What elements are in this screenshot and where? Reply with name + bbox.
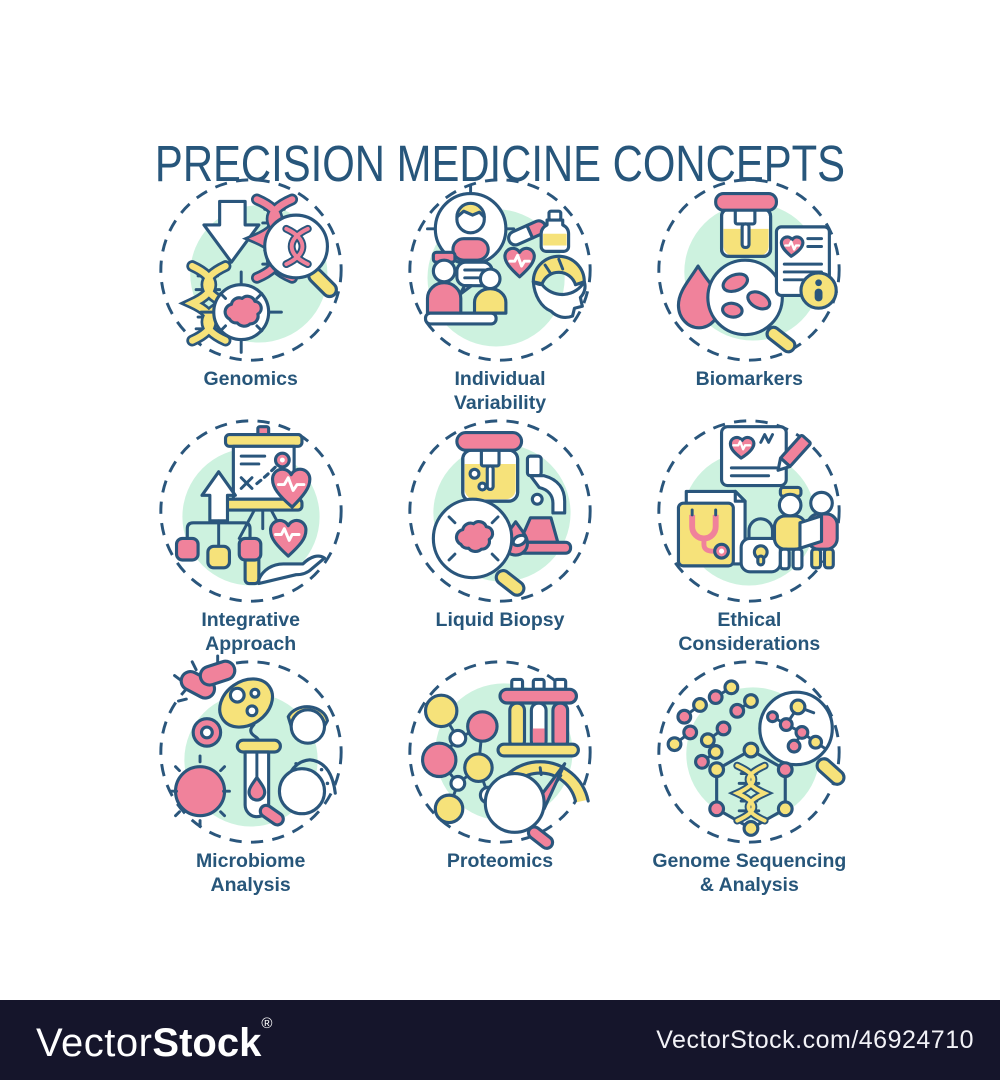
molecule-test-tubes-gauge-icon	[402, 654, 598, 850]
concept-integrative-approach: Integrative Approach	[126, 413, 375, 655]
concept-proteomics: Proteomics	[375, 654, 624, 895]
sample-jar-blood-drop-report-icon	[651, 172, 847, 368]
dot-plot-dna-hexagon-magnifier-icon	[651, 654, 847, 850]
vectorstock-side-watermark: vectorstock	[0, 822, 3, 996]
registered-mark: ®	[261, 1014, 273, 1032]
patient-consult-target-icon	[402, 172, 598, 368]
concept-genomics: Genomics	[126, 172, 375, 413]
page-title: PRECISION MEDICINE CONCEPTS	[154, 135, 846, 193]
concept-grid: Genomics	[126, 172, 874, 896]
dna-magnifier-target-icon	[153, 172, 349, 368]
concept-ethical-considerations: Ethical Considerations	[625, 413, 874, 655]
concept-label: Genome Sequencing & Analysis	[652, 850, 847, 896]
concept-genome-sequencing-analysis: Genome Sequencing & Analysis	[625, 654, 874, 896]
concept-label: Proteomics	[446, 850, 554, 872]
footer-bar: VectorStock® VectorStock.com/46924710	[0, 1000, 1000, 1080]
strategy-board-heart-hand-flowchart-icon	[153, 413, 349, 609]
image-url-text: VectorStock.com/46924710	[656, 1025, 974, 1054]
concept-liquid-biopsy: Liquid Biopsy	[375, 413, 624, 654]
concept-label: Ethical Considerations	[678, 609, 821, 655]
logo-vector-text: Vector	[36, 1020, 153, 1065]
consent-document-lock-doctor-patient-icon	[651, 413, 847, 609]
concept-individual-variability: Individual Variability	[375, 172, 624, 414]
concept-label: Integrative Approach	[201, 609, 300, 655]
logo-stock-text: Stock	[152, 1020, 262, 1065]
concept-label: Microbiome Analysis	[195, 850, 306, 896]
concept-label: Liquid Biopsy	[435, 609, 565, 631]
concept-biomarkers: Biomarkers	[625, 172, 874, 413]
microbes-test-tube-body-exam-icon	[153, 654, 349, 850]
concept-label: Individual Variability	[453, 368, 547, 414]
concept-microbiome-analysis: Microbiome Analysis	[126, 654, 375, 896]
concept-label: Biomarkers	[695, 368, 803, 390]
vectorstock-logo: VectorStock®	[36, 1015, 272, 1066]
sample-jar-microscope-magnifier-icon	[402, 413, 598, 609]
concept-label: Genomics	[203, 368, 298, 390]
